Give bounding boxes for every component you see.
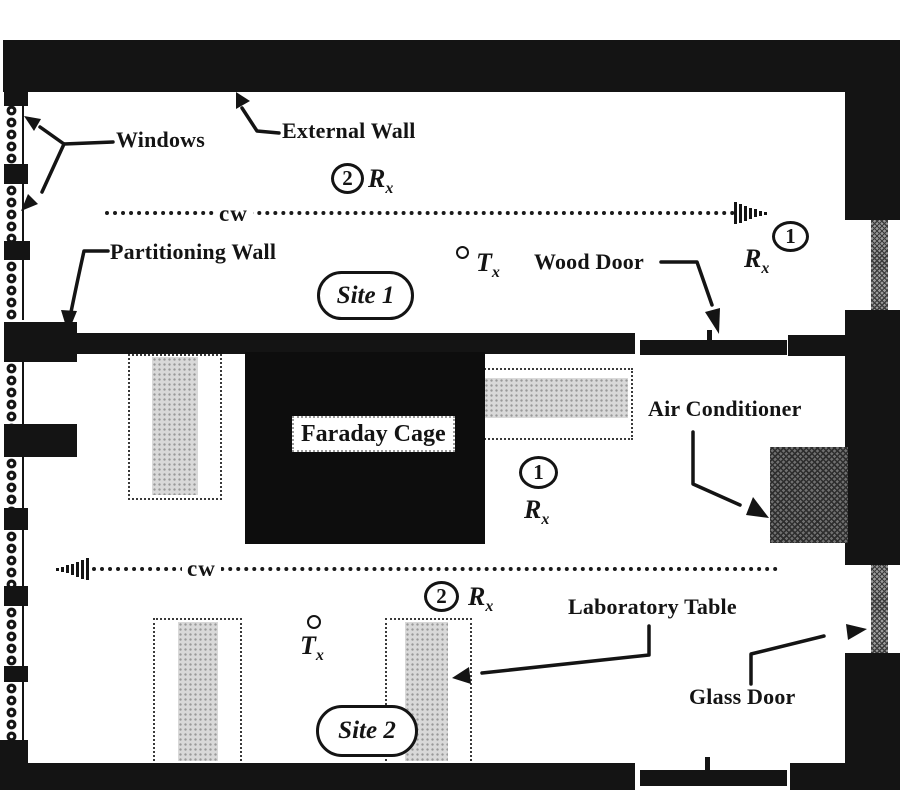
external-wall-right [845, 92, 900, 220]
marker-number: 1 [533, 460, 544, 484]
cw-path-site2 [92, 567, 778, 571]
laboratory-table-mid-horizontal [481, 368, 633, 440]
partitioning-wall-right [788, 335, 847, 356]
faraday-cage-label: Faraday Cage [292, 416, 455, 453]
rx-letter: R [468, 582, 486, 611]
rx-letter: R [524, 495, 542, 524]
signal-burst-icon-right [734, 202, 767, 224]
window-segment [5, 184, 24, 241]
window-segment [5, 606, 24, 666]
wood-door-tick [707, 330, 712, 342]
window-segment [5, 362, 24, 424]
window-segment [5, 682, 24, 740]
partitioning-wall-label: Partitioning Wall [110, 239, 277, 264]
window-segment [5, 104, 24, 164]
rx-letter: R [368, 164, 386, 193]
tx-label-site1: Tx [476, 248, 500, 281]
left-wall-pillar [4, 92, 28, 106]
air-conditioner-unit [770, 447, 848, 543]
windows-label: Windows [116, 127, 206, 152]
marker-number: 1 [785, 224, 796, 248]
bottom-wood-door [640, 770, 787, 786]
arrowhead-glass-door [846, 624, 867, 640]
rx-label-site2: Rx [468, 582, 493, 615]
bottom-left-corner-block [0, 740, 28, 765]
cw-label-site1: cw [214, 202, 253, 225]
laboratory-table-site2-left [153, 618, 242, 765]
marker-number: 2 [342, 166, 353, 190]
site1-label: Site 1 [336, 281, 395, 309]
tx-subscript: x [491, 264, 500, 282]
window-segment [5, 457, 24, 508]
rx-label-mid: Rx [524, 495, 549, 528]
partitioning-wall-left [4, 333, 635, 354]
site2-badge: Site 2 [316, 705, 418, 757]
tx-letter: T [476, 248, 492, 277]
wood-door-label: Wood Door [534, 249, 644, 274]
external-wall-top [3, 40, 900, 92]
window-segment [5, 530, 24, 586]
rx-subscript: x [541, 511, 550, 529]
glass-door [871, 565, 888, 653]
site1-badge: Site 1 [317, 271, 414, 320]
tx-antenna-site1 [456, 246, 469, 259]
left-wall-pillar [4, 164, 28, 184]
air-conditioner-label: Air Conditioner [648, 396, 802, 421]
window-segment [5, 260, 24, 320]
tx-letter: T [300, 631, 316, 660]
laboratory-table-site1-left [128, 354, 222, 500]
external-wall-right-mid [845, 310, 900, 565]
arrowhead-window-upper [24, 116, 41, 131]
left-wall-pillar [4, 241, 30, 260]
rx-letter: R [744, 244, 762, 273]
rx-label-site1-right: Rx [744, 244, 769, 277]
left-wall-pillar [4, 586, 28, 606]
external-wall-label: External Wall [282, 118, 416, 143]
glass-door-label: Glass Door [689, 684, 796, 709]
left-wall-wide-pillar [4, 424, 77, 457]
rx-label-site1-upper: Rx [368, 164, 393, 197]
table-top [152, 357, 198, 495]
wood-door [640, 340, 787, 355]
rx-subscript: x [761, 260, 770, 278]
site2-label: Site 2 [338, 717, 396, 744]
rx-subscript: x [385, 180, 394, 198]
rx-position-1-mid-circle: 1 [519, 456, 558, 489]
tx-label-site2: Tx [300, 631, 324, 664]
cw-label-site2: cw [182, 557, 221, 580]
arrowhead-air-conditioner [746, 497, 769, 518]
rx-position-2-site1-circle: 2 [331, 163, 364, 194]
cw-path-site1 [105, 211, 735, 215]
glass-panel-upper [871, 220, 888, 310]
rx-position-1-site1-circle: 1 [772, 221, 809, 252]
tx-antenna-site2 [307, 615, 321, 629]
rx-subscript: x [485, 598, 494, 616]
left-wall-pillar [4, 666, 28, 682]
signal-burst-icon-left [56, 558, 89, 580]
arrowhead-external-wall [236, 92, 250, 109]
marker-number: 2 [436, 584, 447, 608]
table-top [484, 378, 628, 418]
left-wall-pillar [4, 508, 28, 530]
table-top [178, 622, 218, 761]
rx-position-2-site2-circle: 2 [424, 581, 459, 612]
bottom-door-tick [705, 757, 710, 770]
tx-subscript: x [315, 647, 324, 665]
laboratory-table-label: Laboratory Table [568, 594, 737, 619]
